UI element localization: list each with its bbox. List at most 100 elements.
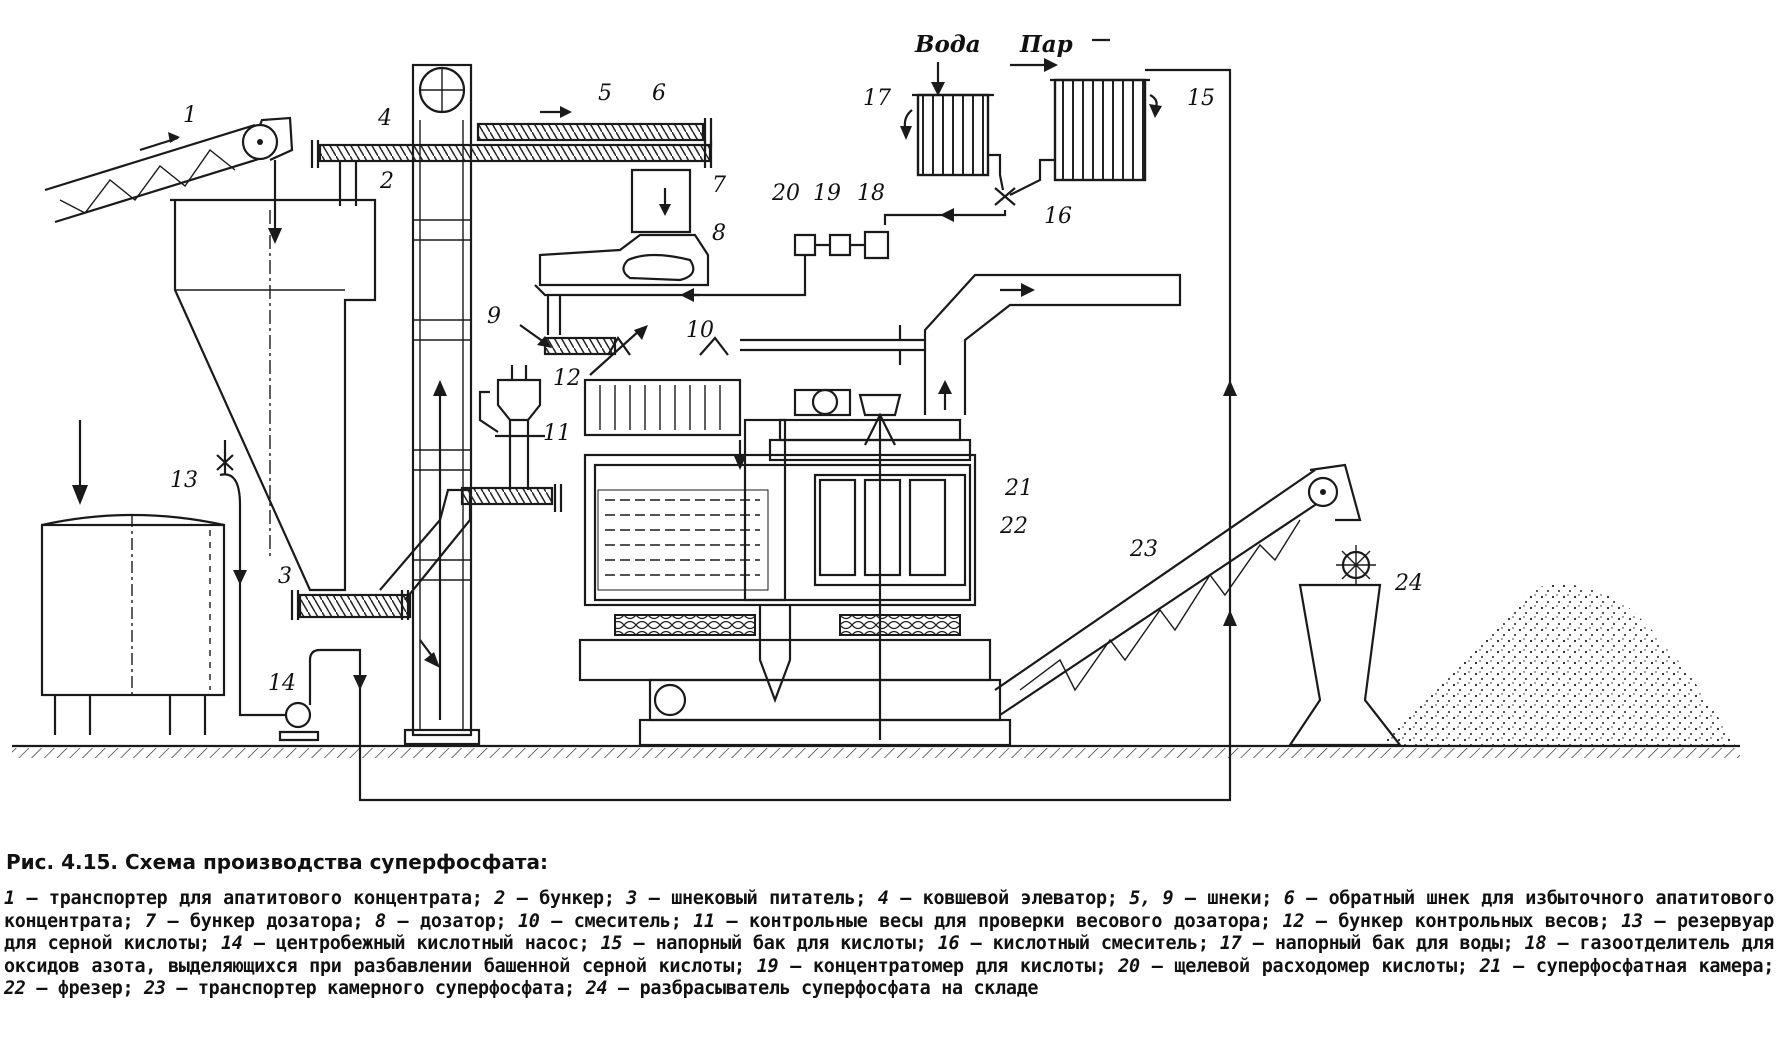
callout-15: 15	[1187, 86, 1215, 111]
legend-item: 17 — напорный бак для воды;	[1220, 933, 1525, 954]
legend-item-text: — шнеки;	[1173, 888, 1284, 909]
callout-14: 14	[268, 671, 296, 696]
callout-22: 22	[999, 514, 1028, 539]
legend-item-number: 3	[626, 888, 638, 909]
screw-from-scales	[460, 484, 563, 512]
callout-19: 19	[813, 181, 841, 206]
superphosphate-pile	[1380, 584, 1735, 745]
legend-item-number: 17	[1219, 933, 1242, 954]
legend-item-number: 23	[144, 978, 166, 999]
legend-item-text: — концентратомер для кислоты;	[778, 955, 1119, 977]
water-head-tank-17	[900, 62, 994, 177]
callout-4: 4	[377, 106, 392, 131]
legend-item-text: — шнековый питатель;	[637, 888, 878, 909]
screw-9-and-check-scales	[478, 295, 617, 490]
mixer-10	[583, 325, 742, 437]
legend-item: 13 — резервуар для серной кислоты;	[4, 911, 1774, 955]
bucket-elevator-4	[403, 63, 481, 746]
callout-11: 11	[543, 421, 571, 446]
process-scheme-diagram: Вода Пар 1 2 3 4 5 6 7 8 9 10 11 12 13 1…	[12, 31, 1740, 802]
legend-item-number: 4	[877, 888, 889, 909]
legend-item: 5, 9 — шнеки;	[1129, 888, 1284, 909]
legend-item-number: 18	[1524, 933, 1547, 954]
callout-6: 6	[652, 81, 666, 106]
legend-item: 6 — обратный шнек для избыточного апатит…	[4, 888, 1774, 932]
steam-label: Пар	[1019, 31, 1073, 58]
legend-item-text: — бункер контрольных весов;	[1304, 910, 1622, 932]
acid-head-tank-15	[1010, 58, 1162, 182]
legend-item: 2 — бункер;	[494, 888, 626, 909]
superphosphate-chamber-21	[583, 418, 977, 607]
water-label: Вода	[914, 31, 981, 58]
legend-item: 8 — дозатор;	[375, 911, 518, 932]
superphosphate-spreader-24	[1287, 545, 1403, 747]
callout-8: 8	[712, 221, 726, 246]
legend-item-number: 24	[585, 978, 608, 999]
legend-item-number: 22	[4, 978, 26, 999]
centrifugal-pump-14	[216, 68, 1237, 802]
chamber-superphosphate-conveyor-23	[994, 463, 1362, 716]
callout-16: 16	[1044, 204, 1072, 229]
callout-7: 7	[712, 173, 726, 198]
sulfuric-acid-tank-13	[40, 420, 226, 735]
legend-item: 11 — контрольные весы для проверки весов…	[693, 911, 1282, 932]
chamber-base	[578, 605, 1012, 747]
hopper-2	[170, 198, 377, 592]
callout-12: 12	[553, 366, 581, 391]
legend-item: 1 — транспортер для апатитового концентр…	[4, 888, 494, 909]
callout-3: 3	[278, 564, 292, 589]
caption-title: Рис. 4.15. Схема производства суперфосфа…	[6, 850, 549, 874]
legend-item: 24 — разбрасыватель суперфосфата на скла…	[585, 978, 1039, 999]
legend-item-number: 15	[600, 933, 623, 954]
legend-item: 22 — фрезер;	[4, 978, 144, 999]
legend-item-number: 11	[693, 910, 715, 932]
legend-item: 23 — транспортер камерного суперфосфата;	[144, 978, 586, 999]
figure-legend: 1 — транспортер для апатитового концентр…	[4, 888, 1774, 1001]
legend-item-text: — обратный шнек для избыточного апатитов…	[4, 888, 1774, 932]
legend-item-number: 5, 9	[1129, 888, 1174, 909]
legend-item-number: 6	[1283, 888, 1295, 909]
legend-item-text: — центробежный кислотный насос;	[242, 933, 601, 954]
legend-item-text: — разбрасыватель суперфосфата на складе	[607, 978, 1039, 999]
legend-item-number: 10	[517, 910, 540, 932]
legend-item: 7 — бункер дозатора;	[145, 911, 375, 932]
legend-item: 14 — центробежный кислотный насос;	[221, 933, 601, 954]
legend-item-number: 21	[1479, 955, 1502, 977]
callout-numbers: 1 2 3 4 5 6 7 8 9 10 11 12 13 14 15 16 1…	[170, 81, 1423, 696]
callout-9: 9	[487, 304, 501, 329]
legend-item-text: — напорный бак для воды;	[1241, 933, 1525, 954]
callout-5: 5	[598, 81, 612, 106]
legend-item-text: — щелевой расходомер кислоты;	[1139, 955, 1480, 977]
acid-mixer-16	[883, 153, 1055, 225]
callout-18: 18	[857, 181, 885, 206]
legend-item-text: — фрезер;	[25, 978, 145, 999]
reverse-screw-6	[310, 140, 713, 206]
callout-24: 24	[1394, 571, 1423, 596]
callout-2: 2	[379, 169, 394, 194]
legend-item-number: 13	[1621, 910, 1643, 932]
legend-item-number: 1	[4, 888, 15, 909]
legend-item-text: — транспортер для апатитового концентрат…	[14, 888, 495, 909]
legend-item-number: 19	[756, 955, 779, 977]
callout-1: 1	[183, 103, 197, 128]
legend-item: 3 — шнековый питатель;	[626, 888, 877, 909]
legend-item-number: 8	[375, 910, 386, 932]
dosing-hopper-7	[630, 168, 692, 234]
legend-item-text: — напорный бак для кислоты;	[622, 933, 938, 954]
screw-5	[476, 106, 713, 148]
elevator-feed-chute	[379, 488, 472, 668]
legend-item-text: — бункер дозатора;	[155, 910, 376, 932]
legend-item: 4 — ковшевой элеватор;	[878, 888, 1129, 909]
legend-item-text: — резервуар для серной кислоты;	[4, 910, 1774, 955]
legend-item-number: 20	[1118, 955, 1140, 977]
legend-item: 15 — напорный бак для кислоты;	[601, 933, 938, 954]
legend-item-text: — смеситель;	[539, 910, 694, 932]
callout-21: 21	[1004, 476, 1033, 501]
medium-labels: Вода Пар	[914, 31, 1110, 58]
legend-item-text: — кислотный смеситель;	[959, 933, 1220, 954]
legend-item: 20 — щелевой расходомер кислоты;	[1118, 956, 1479, 977]
legend-item-number: 14	[221, 933, 243, 954]
weigh-doser-8	[534, 233, 710, 297]
legend-item-text: — бункер;	[505, 888, 627, 909]
legend-item: 19 — концентратомер для кислоты;	[757, 956, 1118, 977]
